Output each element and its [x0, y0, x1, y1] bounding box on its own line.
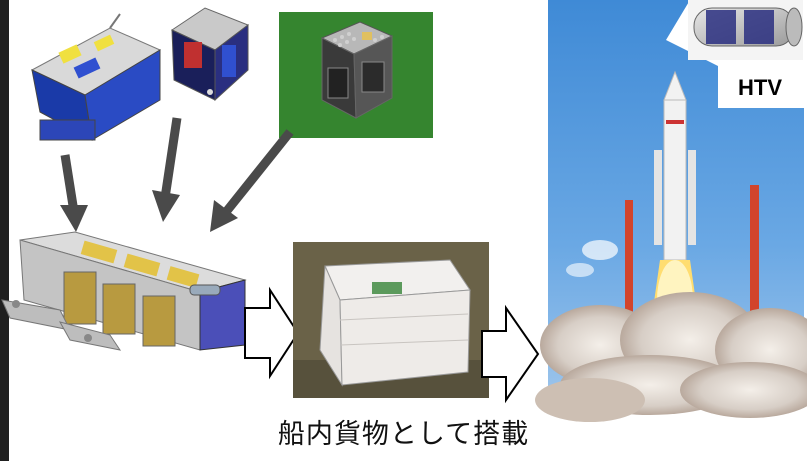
htv-callout — [666, 0, 807, 108]
arrow-right-icon — [481, 304, 540, 404]
cubesat-photo — [279, 12, 433, 138]
cargo-bag-photo — [293, 242, 489, 398]
deployer-cad-model — [1, 231, 247, 351]
arrows-to-deployer — [60, 117, 294, 232]
cubesat-cad-model-2 — [170, 7, 250, 102]
cubesat-cad-model-1 — [30, 13, 162, 141]
diagram-caption: 船内貨物として搭載 — [277, 419, 530, 450]
htv-label: HTV — [738, 75, 782, 100]
arrow-right-icon — [244, 286, 300, 380]
left-border — [0, 0, 9, 461]
